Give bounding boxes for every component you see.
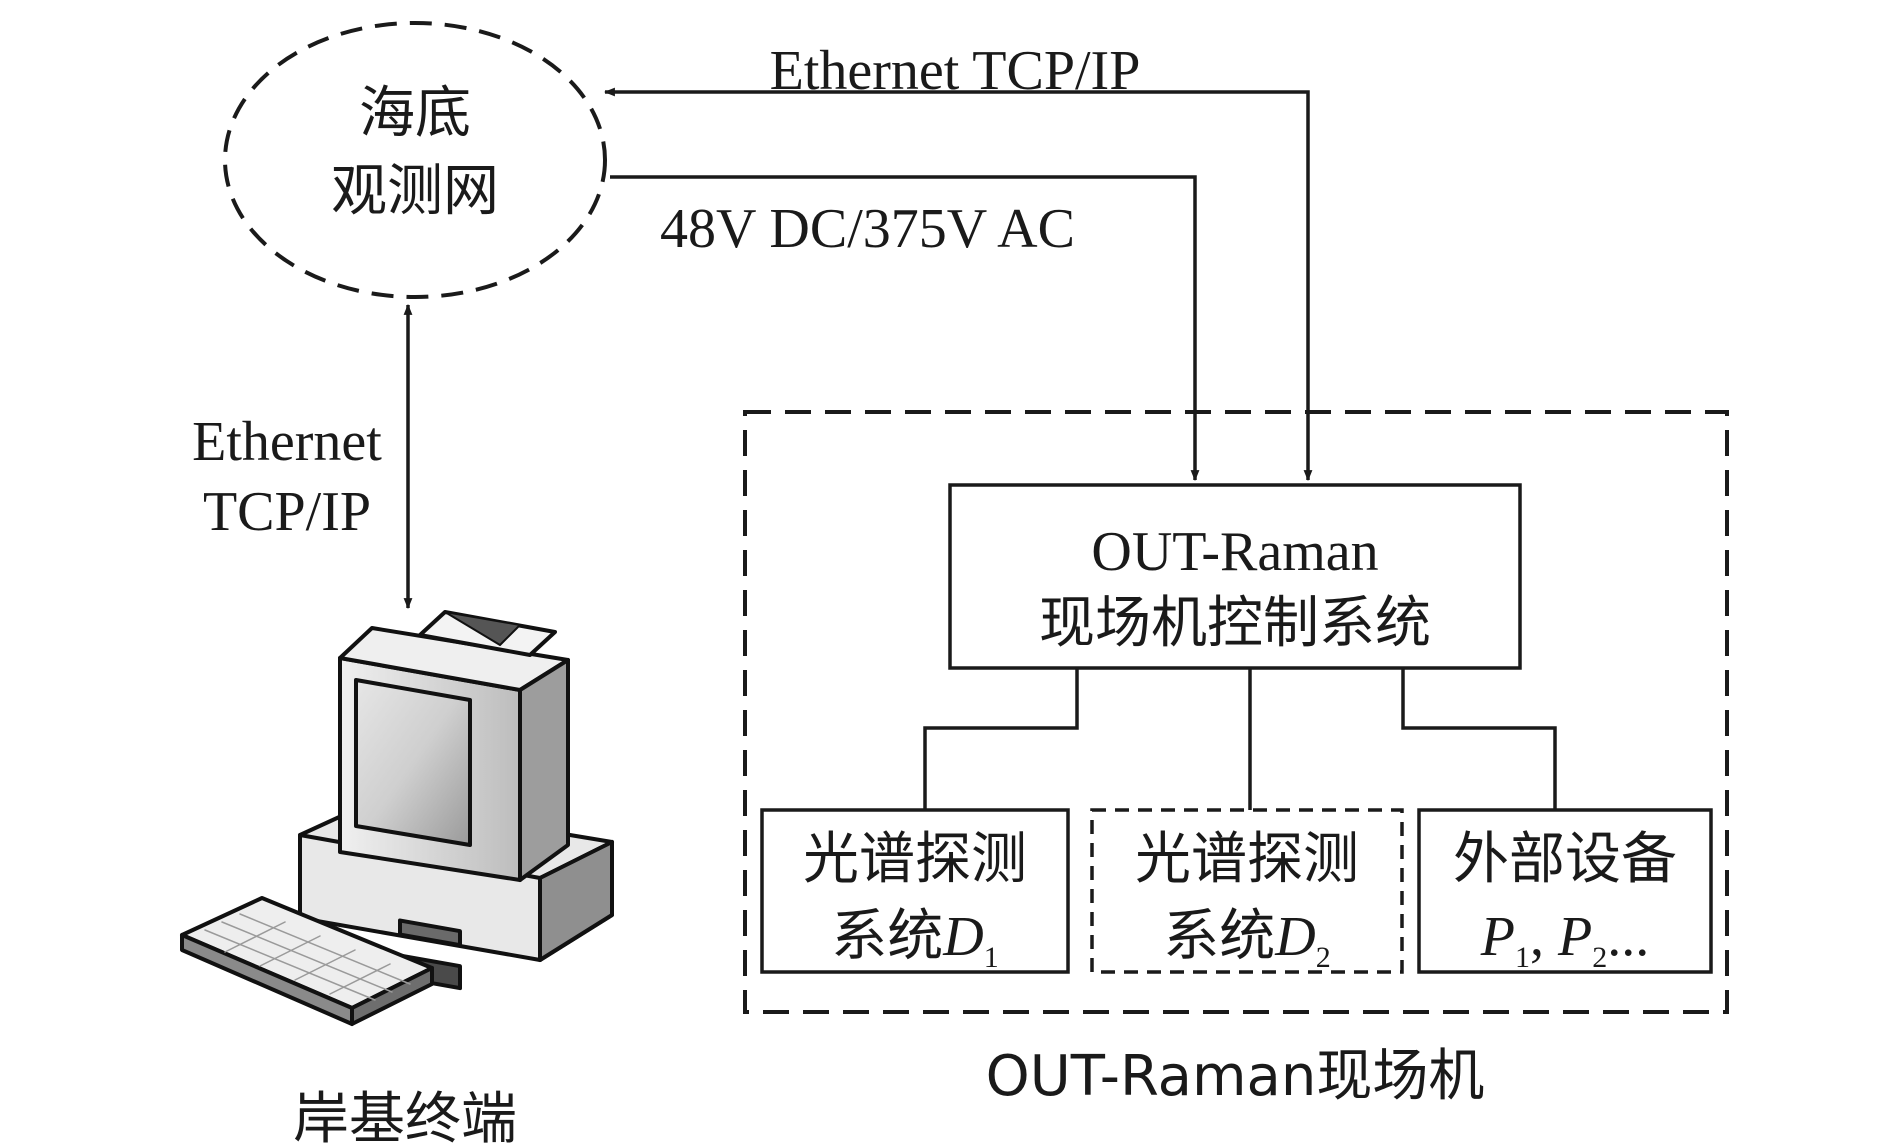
module-spectral-d2-sub: 2 [1316,941,1331,974]
module-spectral-d2-rect [1090,808,1404,974]
module-spectral-d1-prefix: 系统 [831,904,943,969]
subsea-network-label-line2: 观测网 [331,159,499,224]
module-spectral-d2-var: D [1274,906,1315,968]
computer-monitor-screen [354,678,472,847]
module-external-devices-sub2: 2 [1592,941,1607,974]
ethernet-link-top-label: Ethernet TCP/IP [770,40,1141,102]
module-external-devices-line1: 外部设备 [1453,827,1677,892]
subsea-network-node: 海底 观测网 [223,21,607,299]
power-link: 48V DC/375V AC [610,175,1200,482]
control-system-rect [948,483,1522,670]
module-spectral-d1-rect [760,808,1070,974]
ethernet-link-top-line [603,87,1313,482]
ethernet-link-left: Ethernet TCP/IP [192,303,413,610]
module-spectral-d1-line1: 光谱探测 [803,827,1027,892]
module-external-devices-p1: P [1480,906,1515,968]
control-system-label-line1: OUT-Raman [1091,521,1378,583]
connector-module1 [923,668,1079,810]
module-external-devices-line2: P1, P2... [1480,906,1649,974]
subsea-network-label-line1: 海底 [359,81,471,146]
module-external-devices-sub1: 1 [1515,941,1530,974]
power-link-line [610,175,1200,482]
desktop-computer-icon [180,610,614,1026]
module-spectral-d1-line2: 系统D1 [831,904,998,974]
module-connectors [923,668,1557,810]
control-system-box: OUT-Raman 现场机控制系统 [948,483,1522,670]
module-external-devices-sep: , [1530,906,1558,968]
module-spectral-d1-var: D [942,906,983,968]
control-system-label-line2: 现场机控制系统 [1039,591,1431,656]
field-unit-caption: OUT-Raman现场机 [986,1044,1485,1109]
module-spectral-d1: 光谱探测 系统D1 [760,808,1070,974]
module-external-devices-tail: ... [1607,906,1649,968]
module-external-devices-p2: P [1557,906,1592,968]
module-spectral-d2-line1: 光谱探测 [1135,827,1359,892]
ethernet-link-top: Ethernet TCP/IP [603,40,1313,482]
ethernet-link-left-label-line2: TCP/IP [203,481,371,543]
power-link-label: 48V DC/375V AC [660,198,1075,260]
module-external-devices: 外部设备 P1, P2... [1417,808,1713,974]
shore-terminal-caption: 岸基终端 [293,1087,517,1146]
module-spectral-d2-prefix: 系统 [1163,904,1275,969]
ethernet-link-left-label-line1: Ethernet [192,411,382,473]
module-spectral-d2-line2: 系统D2 [1163,904,1330,974]
keyboard-keys [204,913,411,1001]
field-unit-enclosure [743,410,1729,1014]
module-external-devices-rect [1417,808,1713,974]
module-spectral-d1-sub: 1 [984,941,999,974]
module-spectral-d2: 光谱探测 系统D2 [1090,808,1404,974]
connector-module3 [1401,668,1557,810]
